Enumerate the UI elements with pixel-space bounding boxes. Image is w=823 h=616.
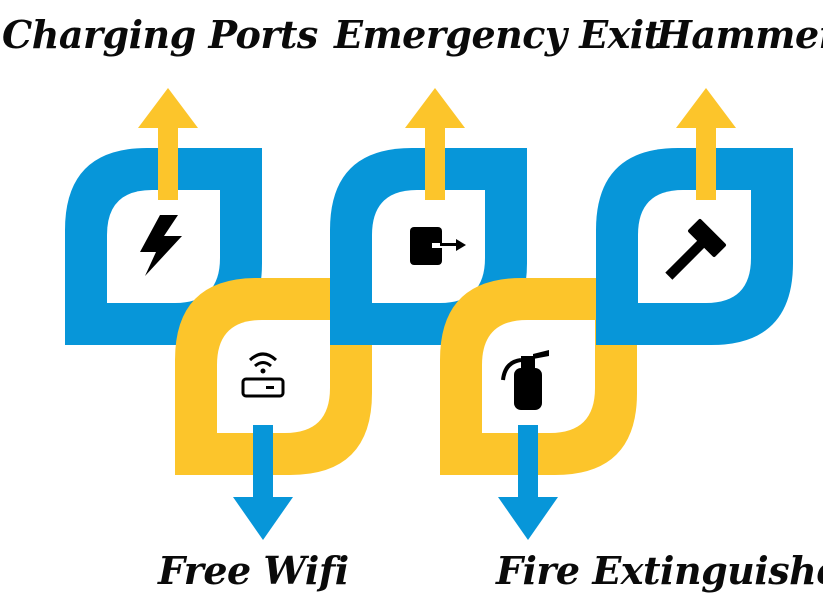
hammer-icon <box>665 219 726 280</box>
node-wifi-shape <box>175 278 372 475</box>
exit-door-icon <box>410 227 466 265</box>
label-hammer: Hammer <box>656 12 823 57</box>
arrow-up-charging <box>138 88 198 200</box>
label-charging-ports: Charging Ports <box>2 12 318 57</box>
label-emergency-exit: Emergency Exit <box>334 12 661 57</box>
arrow-up-emergency <box>405 88 465 200</box>
weave-overlap-2 <box>596 278 637 345</box>
arrow-down-wifi <box>233 425 293 540</box>
weave-fix-1 <box>372 278 385 303</box>
label-free-wifi: Free Wifi <box>158 548 349 593</box>
lightning-bolt-icon <box>140 215 182 276</box>
label-fire-extinguisher: Fire Extinguisher <box>496 548 823 593</box>
weave-overlap-1 <box>330 278 372 345</box>
wifi-router-icon <box>241 352 285 398</box>
arrow-up-hammer <box>676 88 736 200</box>
arrow-down-extinguisher <box>498 425 558 540</box>
fire-extinguisher-icon <box>501 350 549 410</box>
